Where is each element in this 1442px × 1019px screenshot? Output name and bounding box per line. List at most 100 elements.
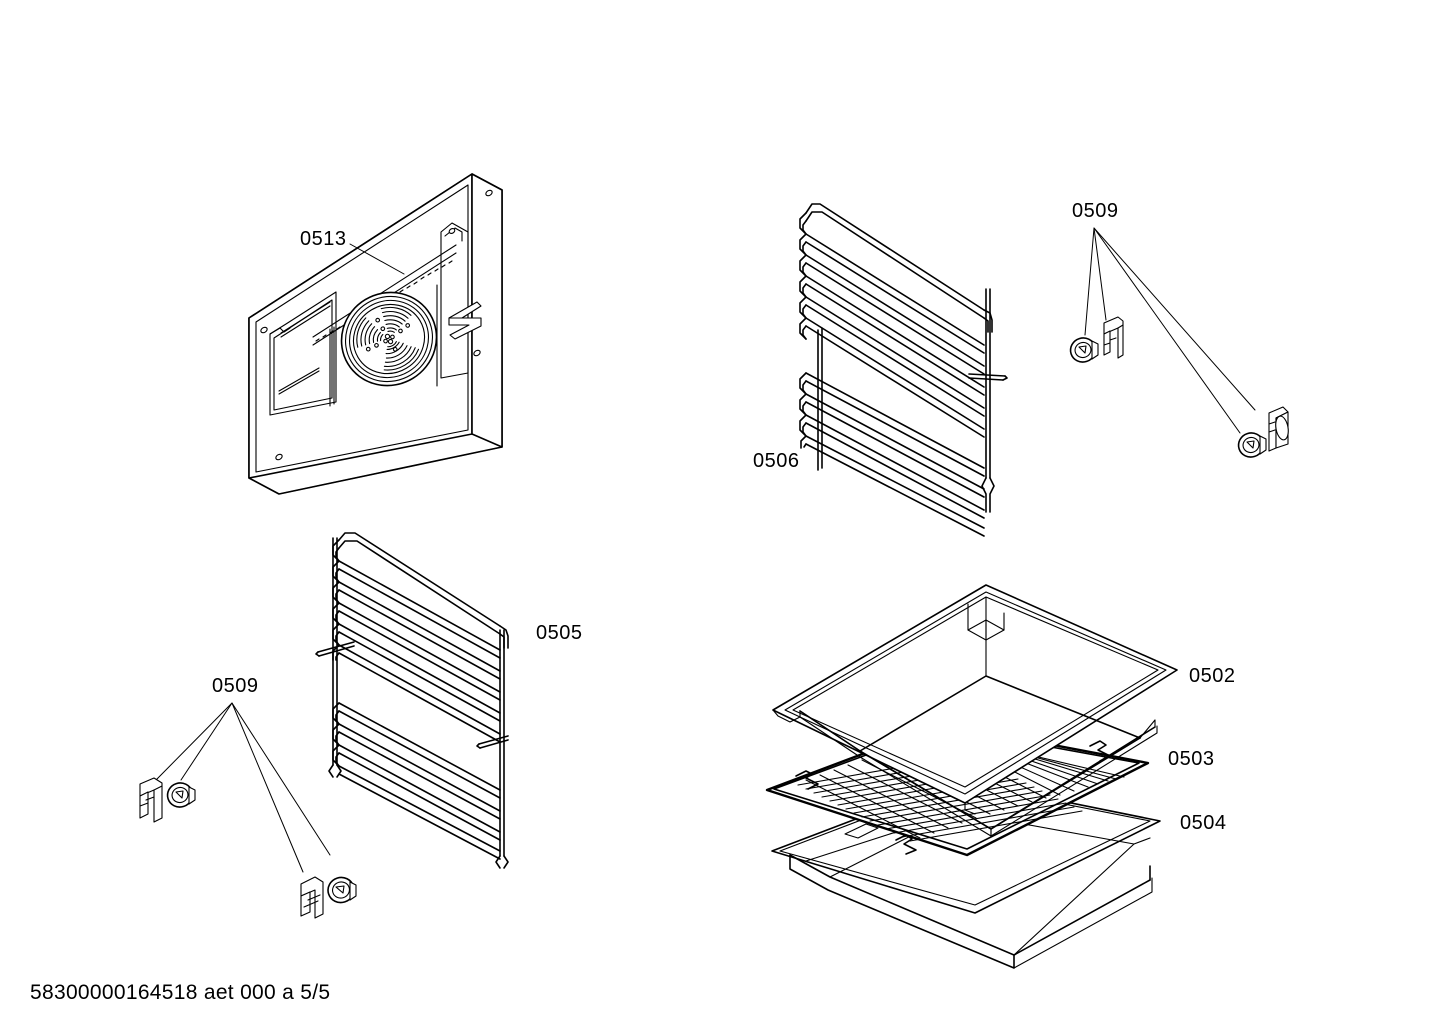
r5-l4b-b bbox=[338, 731, 501, 820]
panel-right-edge bbox=[471, 173, 503, 448]
perf-dot-3 bbox=[383, 338, 388, 344]
leader-0509u-2 bbox=[1093, 227, 1107, 321]
r5-l1-bend-b bbox=[335, 547, 340, 562]
part-0502-deep-roasting-pan: 0502 bbox=[772, 584, 1236, 837]
perf-b6 bbox=[386, 327, 397, 331]
perf-dot-11 bbox=[405, 323, 411, 328]
louvre-tick-17 bbox=[427, 272, 432, 276]
r5-l4-b bbox=[338, 710, 501, 799]
rail-0506-level-4b bbox=[799, 393, 985, 498]
r5-l5-a bbox=[338, 744, 501, 833]
grid-0503-stop-front bbox=[895, 834, 917, 855]
panel-bottom-edge bbox=[248, 446, 503, 495]
perf-b2 bbox=[381, 310, 409, 319]
r5-l2-a bbox=[338, 581, 501, 672]
r5-l3-b bbox=[338, 631, 501, 722]
perf-c1 bbox=[383, 348, 420, 371]
clip-bracket-lower-a bbox=[139, 777, 163, 823]
rail-0506-post-foot-2 bbox=[989, 477, 995, 513]
rail-0505-level-5b bbox=[338, 765, 501, 860]
perf-dot-2 bbox=[387, 338, 394, 345]
part-label-0502: 0502 bbox=[1189, 665, 1236, 687]
bracket-a-tab bbox=[1103, 330, 1111, 356]
r5-l5-b bbox=[338, 752, 501, 841]
part-0505-shelf-support-rail-left: 0505 bbox=[315, 532, 582, 869]
r6-l3b-b bbox=[805, 325, 985, 438]
knob-inner-la bbox=[171, 786, 189, 804]
panel-right-recess bbox=[440, 222, 469, 379]
rail-0505-front-foot bbox=[328, 764, 334, 778]
rail-0505-level-4 bbox=[332, 702, 501, 799]
perf-a7 bbox=[380, 333, 384, 342]
perf-dot-10 bbox=[365, 346, 371, 352]
louvre-tick-13 bbox=[399, 289, 404, 293]
r5-l2b-bend-b bbox=[335, 610, 340, 625]
louvre-tick-16 bbox=[420, 276, 425, 280]
fan-grille-ring-4 bbox=[352, 303, 426, 375]
rail-0506-level-1b bbox=[799, 233, 985, 354]
rail-0505-level-5 bbox=[332, 744, 501, 841]
leader-0509l-3 bbox=[231, 702, 304, 873]
r5-l4b-bend-b bbox=[335, 731, 340, 746]
grid-w-l14 bbox=[901, 806, 1075, 838]
perf-c2 bbox=[383, 347, 416, 368]
pan-0502-corner-fold-left bbox=[799, 710, 861, 752]
grid-w-l10 bbox=[869, 790, 1043, 822]
pan-0502-flange-inner-2 bbox=[792, 596, 1159, 788]
rail-0506-level-2 bbox=[799, 254, 985, 375]
r6-l4b-a bbox=[805, 393, 985, 490]
perf-b7 bbox=[387, 330, 395, 333]
r6-l2b-a bbox=[805, 275, 985, 388]
part-label-0513: 0513 bbox=[300, 228, 347, 250]
rail-0505-level-1b bbox=[332, 560, 501, 659]
tray-0504-wall-front bbox=[789, 854, 1151, 956]
rail-0506-post-foot bbox=[981, 477, 987, 513]
bracket-a-detail-3 bbox=[1117, 324, 1124, 329]
r6-l3b-a bbox=[805, 317, 985, 430]
pan-0502-flange-outer bbox=[772, 584, 1178, 804]
knob-shank-lb bbox=[349, 881, 357, 901]
rail-0506-stub-bar-tip bbox=[1002, 375, 1008, 381]
rail-0506-level-1 bbox=[799, 203, 993, 333]
knob-slot-lb bbox=[335, 885, 345, 894]
leader-0513 bbox=[349, 243, 405, 275]
part-label-0504: 0504 bbox=[1180, 812, 1227, 834]
perf-dot-6 bbox=[392, 346, 398, 352]
rail-0506-stub-bar bbox=[968, 373, 1006, 377]
panel-inner-outline bbox=[255, 184, 469, 473]
perf-a2 bbox=[360, 320, 370, 347]
r6-l5b-bend-b bbox=[803, 443, 807, 448]
r6-l4-a bbox=[805, 372, 985, 469]
perf-a5 bbox=[372, 329, 379, 343]
panel-vent-slot-2b bbox=[278, 370, 320, 395]
r6-l2-b bbox=[805, 262, 985, 375]
r5-l3b-b bbox=[338, 652, 501, 743]
perf-a4 bbox=[368, 326, 376, 345]
knob-slot-a bbox=[1078, 345, 1087, 354]
louvre-tick-2 bbox=[322, 334, 327, 338]
r5-l1-hook-b bbox=[499, 633, 505, 649]
r6-l2-a bbox=[805, 254, 985, 367]
panel-screw-hole-top-right bbox=[485, 189, 493, 197]
r6-l2b-b bbox=[805, 283, 985, 396]
knob-inner-b bbox=[1242, 436, 1260, 454]
r5-l3-a bbox=[338, 623, 501, 714]
leader-0509u-4 bbox=[1093, 227, 1241, 434]
louvre-tick-4 bbox=[336, 326, 341, 330]
r5-l3b-a bbox=[338, 644, 501, 735]
perf-dot-5 bbox=[380, 326, 386, 332]
drawing-footer-text: 58300000164518 aet 000 a 5/5 bbox=[30, 981, 330, 1004]
panel-left-recess bbox=[269, 291, 337, 416]
knob-inner-lb bbox=[331, 881, 351, 899]
grid-0503-stop-left bbox=[795, 770, 819, 790]
perf-dot-9 bbox=[375, 317, 381, 323]
grid-w-t2 bbox=[819, 774, 935, 834]
bracket-lb-detail-2 bbox=[303, 900, 319, 908]
part-0506-shelf-support-rail-right: 0506 bbox=[753, 203, 1008, 537]
r6-l5-a bbox=[805, 414, 985, 511]
r6-l3-a bbox=[805, 296, 985, 409]
panel-vent-slot-1b bbox=[280, 305, 331, 338]
perf-dot-4 bbox=[390, 334, 395, 340]
pan-0502-wall-right-lower bbox=[990, 725, 1158, 837]
